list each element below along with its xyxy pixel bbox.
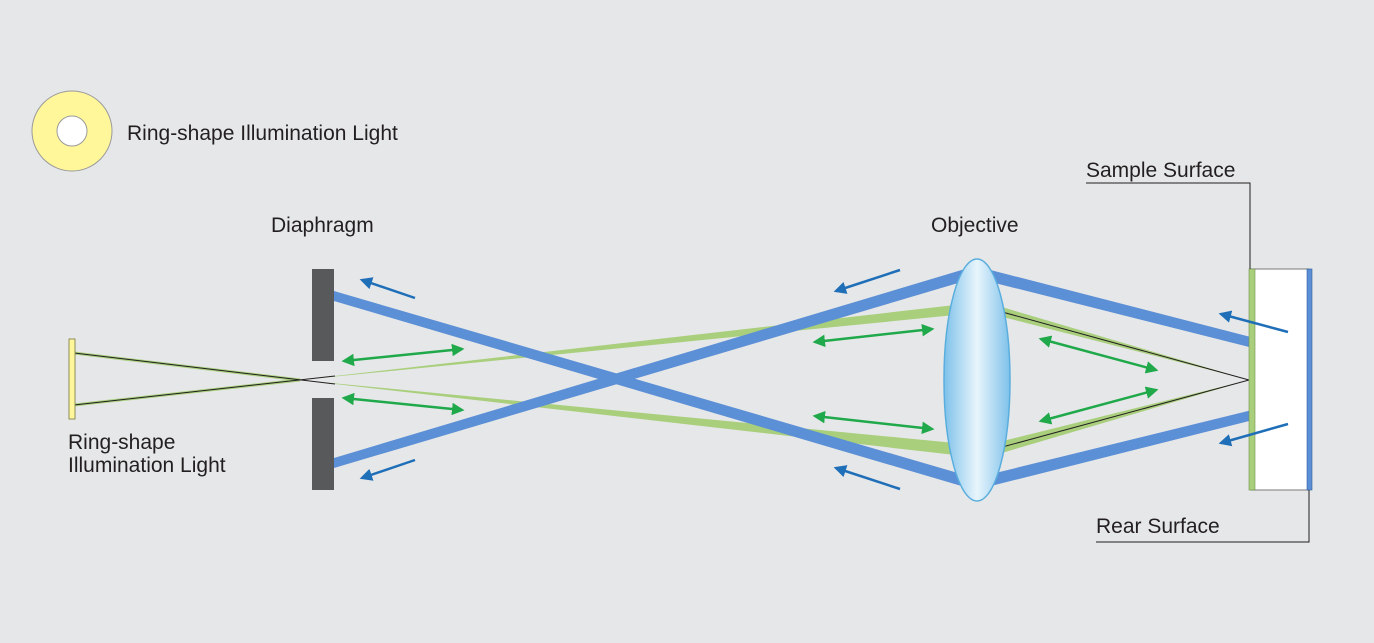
source-label: Ring-shape Illumination Light bbox=[68, 431, 226, 477]
leader-lines bbox=[1086, 182, 1310, 543]
sample-surface-label: Sample Surface bbox=[1086, 159, 1236, 182]
source-label-line1: Ring-shape bbox=[68, 431, 176, 454]
diaphragm bbox=[312, 269, 334, 490]
sample bbox=[1248, 268, 1313, 491]
green-illumination-beam bbox=[73, 305, 1249, 455]
blue-reflected-beam bbox=[334, 266, 1310, 490]
green-double-arrows bbox=[341, 323, 1159, 435]
rear-surface-layer bbox=[1306, 268, 1313, 491]
source-label-line2: Illumination Light bbox=[68, 454, 226, 477]
diaphragm-label: Diaphragm bbox=[271, 214, 374, 237]
objective-lens bbox=[943, 258, 1011, 502]
sample-surface-layer bbox=[1248, 268, 1256, 491]
ring-icon bbox=[31, 90, 113, 172]
blue-direction-arrows bbox=[359, 268, 1289, 491]
light-source-plate bbox=[68, 338, 76, 420]
rear-surface-label: Rear Surface bbox=[1096, 515, 1220, 538]
legend-label: Ring-shape Illumination Light bbox=[127, 122, 398, 145]
objective-label: Objective bbox=[931, 214, 1019, 237]
